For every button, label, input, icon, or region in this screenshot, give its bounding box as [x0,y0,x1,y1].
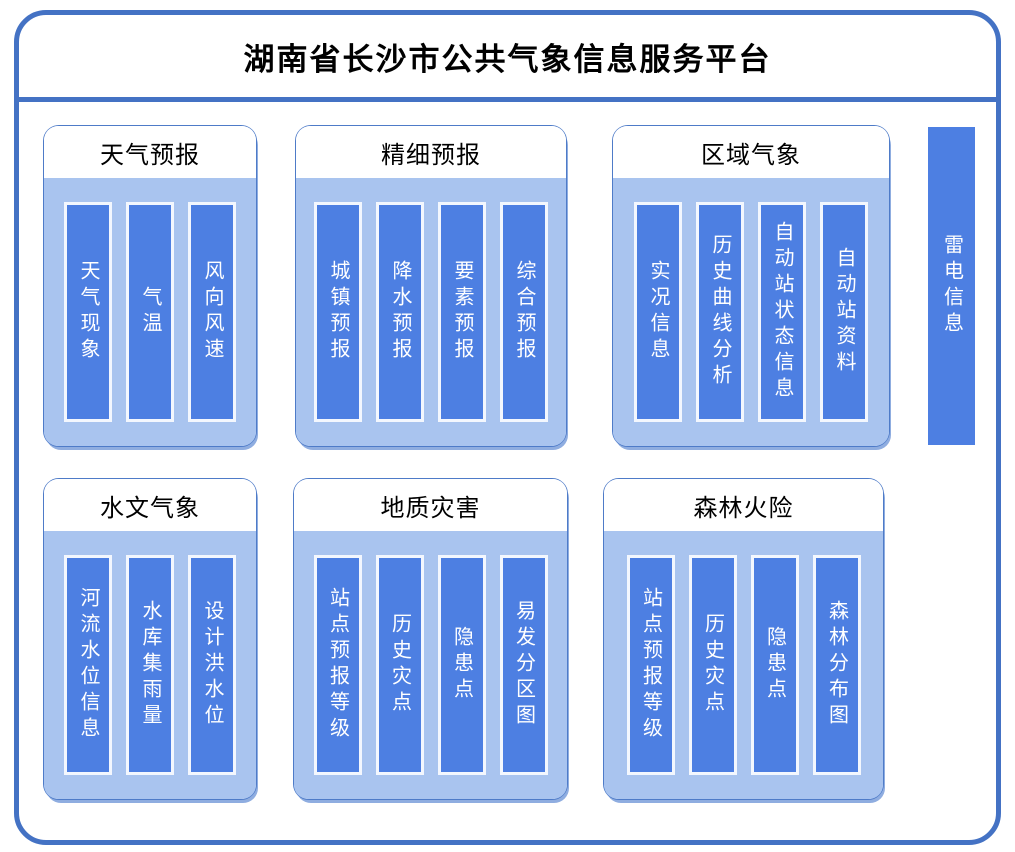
item-bar: 站点预报等级 [626,555,675,775]
item-label: 气温 [139,286,161,338]
item-label: 降水预报 [389,260,411,364]
item-label: 易发分区图 [512,600,535,730]
item-bar: 自动站资料 [820,202,868,422]
page-title: 湖南省长沙市公共气象信息服务平台 [243,41,772,77]
item-bar: 河流水位信息 [64,555,112,775]
item-label: 综合预报 [513,260,535,364]
item-bar: 自动站状态信息 [758,202,806,422]
item-label: 实况信息 [647,260,669,364]
item-label: 站点预报等级 [639,587,662,743]
group-title: 森林火险 [604,479,883,531]
item-label: 隐患点 [450,626,473,704]
group-weather-forecast: 天气预报 天气现象 气温 风向风速 [43,125,257,447]
item-label: 历史灾点 [388,613,411,717]
item-label: 历史曲线分析 [709,234,731,390]
item-bar: 历史灾点 [375,555,424,775]
item-label: 自动站状态信息 [771,221,793,403]
item-bar: 森林分布图 [812,555,861,775]
item-bar: 要素预报 [438,202,486,422]
item-label: 风向风速 [201,260,223,364]
group-fine-forecast: 精细预报 城镇预报 降水预报 要素预报 综合预报 [295,125,567,447]
item-bar: 隐患点 [750,555,799,775]
item-bar: 城镇预报 [314,202,362,422]
group-hydrometeorology: 水文气象 河流水位信息 水库集雨量 设计洪水位 [43,478,257,800]
item-bar: 历史曲线分析 [696,202,744,422]
item-bar: 降水预报 [376,202,424,422]
item-label: 站点预报等级 [326,587,349,743]
item-label: 水库集雨量 [139,600,161,730]
group-body: 站点预报等级 历史灾点 隐患点 易发分区图 [294,531,567,799]
group-title: 地质灾害 [294,479,567,531]
frame-title-row: 湖南省长沙市公共气象信息服务平台 [19,15,996,102]
item-bar: 气温 [126,202,174,422]
item-bar: 天气现象 [64,202,112,422]
item-bar: 水库集雨量 [126,555,174,775]
item-label: 历史灾点 [701,613,724,717]
lightning-info-bar: 雷电信息 [928,127,975,445]
group-forest-fire-risk: 森林火险 站点预报等级 历史灾点 隐患点 森林分布图 [603,478,884,800]
item-label: 天气现象 [77,260,99,364]
group-geological-disaster: 地质灾害 站点预报等级 历史灾点 隐患点 易发分区图 [293,478,568,800]
group-body: 实况信息 历史曲线分析 自动站状态信息 自动站资料 [613,178,889,446]
item-bar: 综合预报 [500,202,548,422]
group-body: 天气现象 气温 风向风速 [44,178,256,446]
group-body: 河流水位信息 水库集雨量 设计洪水位 [44,531,256,799]
item-label: 隐患点 [763,626,786,704]
item-label: 河流水位信息 [77,587,99,743]
group-title: 天气预报 [44,126,256,178]
group-regional-meteorology: 区域气象 实况信息 历史曲线分析 自动站状态信息 自动站资料 [612,125,890,447]
group-title: 区域气象 [613,126,889,178]
group-title: 精细预报 [296,126,566,178]
item-label: 自动站资料 [833,247,855,377]
item-bar: 站点预报等级 [313,555,362,775]
item-label: 设计洪水位 [201,600,223,730]
item-label: 城镇预报 [327,260,349,364]
group-title: 水文气象 [44,479,256,531]
item-bar: 风向风速 [188,202,236,422]
group-body: 城镇预报 降水预报 要素预报 综合预报 [296,178,566,446]
lightning-info-label: 雷电信息 [940,234,963,338]
item-label: 要素预报 [451,260,473,364]
item-label: 森林分布图 [825,600,848,730]
item-bar: 设计洪水位 [188,555,236,775]
item-bar: 易发分区图 [499,555,548,775]
item-bar: 实况信息 [634,202,682,422]
group-body: 站点预报等级 历史灾点 隐患点 森林分布图 [604,531,883,799]
item-bar: 历史灾点 [688,555,737,775]
item-bar: 隐患点 [437,555,486,775]
